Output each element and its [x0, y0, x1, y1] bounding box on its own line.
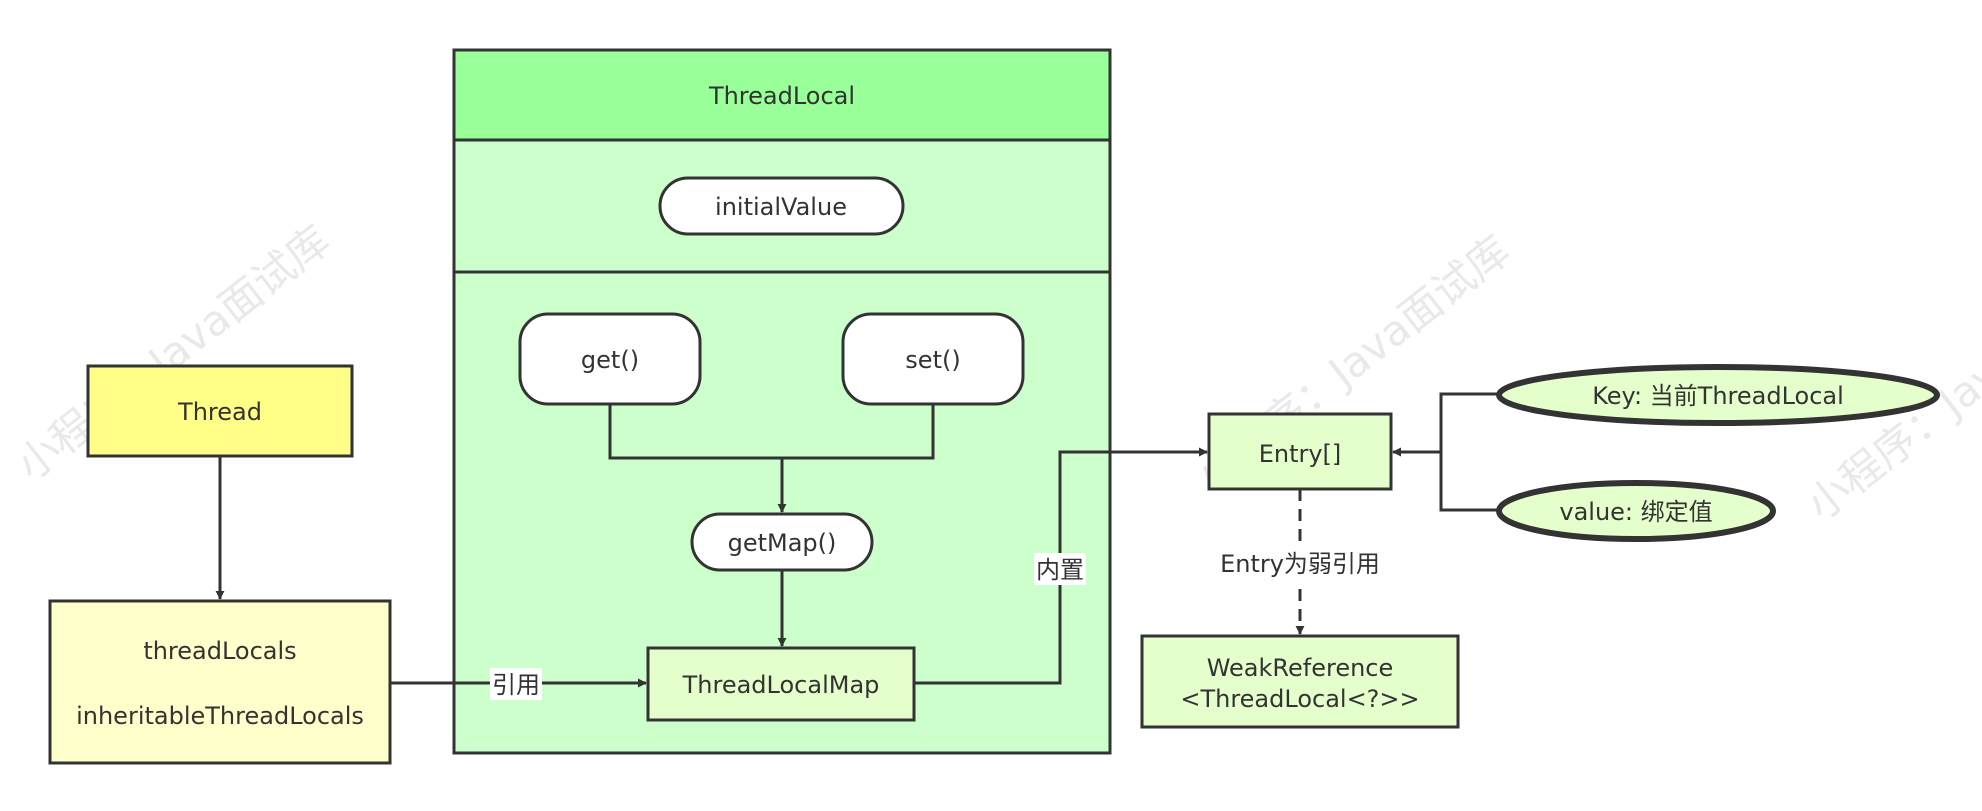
initial-value-method[interactable]: initialValue: [658, 176, 905, 236]
entry-array-label: Entry[]: [1259, 440, 1342, 468]
getmap-method[interactable]: getMap(): [690, 512, 874, 572]
builtin-label: 内置: [1036, 556, 1084, 584]
getmap-label: getMap(): [728, 529, 837, 557]
builtin-edge: 内置: [914, 447, 1208, 685]
set-label: set(): [905, 346, 960, 374]
get-label: get(): [581, 346, 639, 374]
reference-label: 引用: [492, 671, 540, 699]
thread-node[interactable]: Thread: [86, 364, 354, 458]
get-method[interactable]: get(): [518, 312, 702, 406]
threadlocalmap-node[interactable]: ThreadLocalMap: [646, 646, 916, 722]
weak-label: Entry为弱引用: [1220, 550, 1380, 578]
field-inheritable-threadlocals: inheritableThreadLocals: [76, 702, 364, 730]
key-label: Key: 当前ThreadLocal: [1592, 382, 1844, 410]
thread-fields-node[interactable]: threadLocals inheritableThreadLocals: [48, 599, 392, 765]
value-node[interactable]: value: 绑定值: [1496, 480, 1776, 542]
weak-reference-line1: WeakReference: [1207, 654, 1394, 682]
key-node[interactable]: Key: 当前ThreadLocal: [1496, 364, 1940, 426]
value-label: value: 绑定值: [1559, 498, 1712, 526]
initial-value-label: initialValue: [715, 193, 847, 221]
set-method[interactable]: set(): [841, 312, 1025, 406]
key-value-connector: [1392, 392, 1498, 512]
weak-reference-line2: <ThreadLocal<?>>: [1180, 685, 1419, 713]
reference-edge: 引用: [390, 668, 647, 700]
get-set-connector: [608, 404, 935, 513]
threadlocal-header: [452, 48, 1112, 142]
entry-array-node[interactable]: Entry[]: [1207, 412, 1393, 491]
thread-label: Thread: [177, 398, 262, 426]
threadlocal-title: ThreadLocal: [708, 82, 855, 110]
field-threadlocals: threadLocals: [143, 637, 296, 665]
weak-reference-node[interactable]: WeakReference <ThreadLocal<?>>: [1140, 634, 1460, 729]
threadlocalmap-label: ThreadLocalMap: [682, 671, 880, 699]
weak-reference-edge: Entry为弱引用: [1212, 489, 1388, 635]
